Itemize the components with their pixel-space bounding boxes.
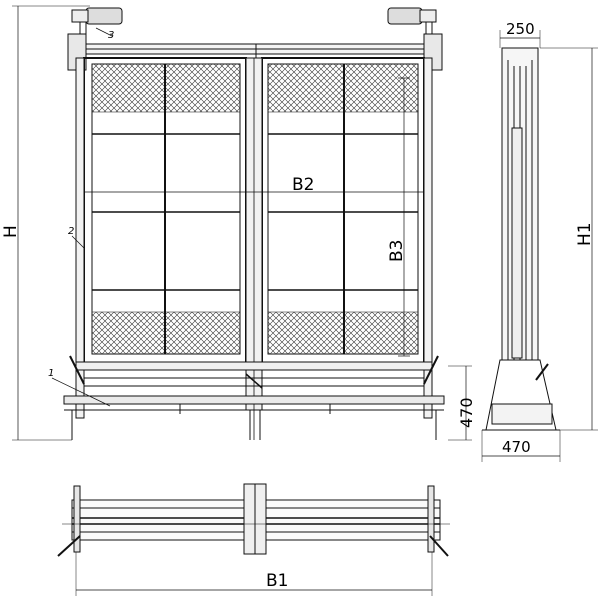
side-base-dim: 470 [502,438,531,456]
motor-right [387,7,437,46]
label-b1: B1 [266,571,288,591]
side-view [481,30,598,462]
callout-1: 1 [48,368,54,379]
label-h: H [1,225,21,238]
front-base-dim: 470 [457,397,476,428]
front-view [12,5,472,441]
plan-view [57,483,450,596]
label-b2: B2 [292,175,314,195]
label-h1: H1 [575,222,595,246]
label-b3: B3 [387,240,407,262]
right-gate-panel [261,57,425,364]
motor-left [71,7,123,46]
callout-2: 2 [68,226,74,237]
side-top-dim: 250 [506,20,535,38]
callout-3: 3 [108,30,114,41]
left-gate-panel [83,57,247,364]
